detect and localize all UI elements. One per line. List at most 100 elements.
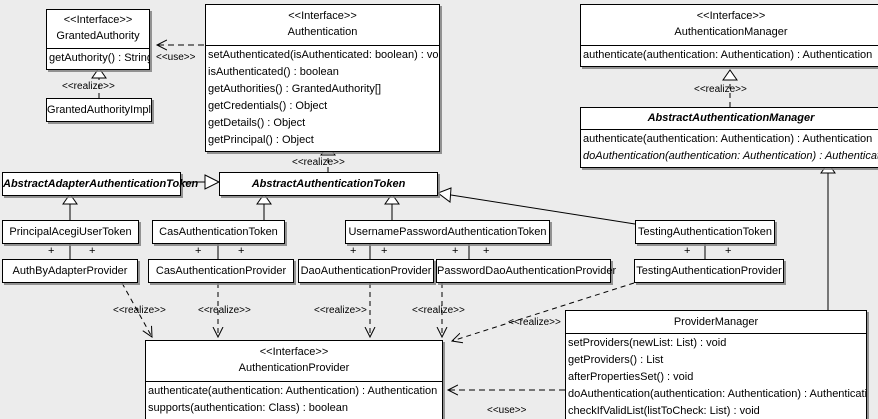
class-name: AuthByAdapterProvider	[12, 265, 128, 277]
operation-item: getAuthorities() : GrantedAuthority[]	[208, 83, 382, 95]
class-testing-authentication-provider[interactable]: TestingAuthenticationProvider	[634, 259, 784, 283]
class-name: TestingAuthenticationProvider	[636, 265, 782, 277]
multiplicity-plus: +	[238, 245, 245, 257]
relationship-label-realize-abstract-authentication-token: <<realize>>	[292, 157, 345, 168]
class-header: <<Interface>> AuthenticationProvider	[146, 341, 442, 381]
operation-item: authenticate(authentication: Authenticat…	[583, 133, 873, 145]
operation-item: supports(authentication: Class) : boolea…	[148, 402, 348, 414]
class-name: UsernamePasswordAuthenticationToken	[348, 226, 547, 238]
relationship-label-realize-auth-by-adapter: <<realize>>	[113, 305, 166, 316]
class-name: AbstractAuthenticationToken	[251, 178, 406, 190]
stereotype-label: <<Interface>>	[696, 10, 766, 22]
class-testing-authentication-token[interactable]: TestingAuthenticationToken	[635, 220, 775, 244]
class-name: CasAuthenticationToken	[159, 226, 278, 238]
relationship-label-use-granted-authority: <<use>>	[156, 52, 196, 63]
operation-item: setAuthenticated(isAuthenticated: boolea…	[208, 49, 439, 61]
operation-item: afterPropertiesSet() : void	[568, 371, 694, 383]
class-header: ProviderManager	[566, 311, 866, 333]
class-authentication-provider[interactable]: <<Interface>> AuthenticationProvider aut…	[145, 340, 443, 419]
operation-item: getProviders() : List	[568, 354, 664, 366]
class-name: DaoAuthenticationProvider	[300, 265, 432, 277]
class-abstract-adapter-authentication-token[interactable]: AbstractAdapterAuthenticationToken	[2, 172, 199, 196]
class-header: CasAuthenticationProvider	[149, 260, 293, 282]
class-header: AbstractAuthenticationToken	[220, 173, 437, 195]
multiplicity-plus: +	[89, 245, 96, 257]
multiplicity-plus: +	[195, 245, 202, 257]
operation-item: getCredentials() : Object	[208, 100, 328, 112]
operation-item: authenticate(authentication: Authenticat…	[583, 49, 873, 61]
class-name: PasswordDaoAuthenticationProvider	[437, 265, 617, 277]
stereotype-label: <<Interface>>	[288, 10, 357, 22]
multiplicity-plus: +	[684, 245, 691, 257]
operation-item: getAuthority() : String	[49, 52, 149, 64]
class-header: UsernamePasswordAuthenticationToken	[346, 221, 549, 243]
class-header: CasAuthenticationToken	[153, 221, 284, 243]
class-granted-authority-impl[interactable]: GrantedAuthorityImpl	[46, 98, 152, 122]
operations-compartment: setAuthenticated(isAuthenticated: boolea…	[206, 45, 439, 151]
class-name: CasAuthenticationProvider	[155, 265, 287, 277]
class-cas-authentication-token[interactable]: CasAuthenticationToken	[152, 220, 285, 244]
class-authentication-manager[interactable]: <<Interface>> AuthenticationManager auth…	[580, 4, 878, 67]
class-name: PrincipalAcegiUserToken	[9, 226, 132, 238]
class-name: GrantedAuthority	[56, 30, 140, 42]
relationship-label-realize-password-dao: <<realize>>	[412, 305, 465, 316]
multiplicity-plus: +	[350, 245, 357, 257]
operation-item: authenticate(authentication: Authenticat…	[148, 385, 438, 397]
operations-compartment: getAuthority() : String	[47, 48, 149, 69]
class-name: GrantedAuthorityImpl	[47, 104, 151, 116]
class-name: AuthenticationManager	[674, 26, 788, 38]
multiplicity-plus: +	[48, 245, 55, 257]
class-principal-acegi-user-token[interactable]: PrincipalAcegiUserToken	[2, 220, 139, 244]
operation-item: getDetails() : Object	[208, 117, 306, 129]
relationship-label-realize-cas: <<realize>>	[198, 305, 251, 316]
operation-item: isAuthenticated() : boolean	[208, 66, 339, 78]
class-name: AbstractAuthenticationManager	[647, 112, 815, 124]
class-cas-authentication-provider[interactable]: CasAuthenticationProvider	[148, 259, 294, 283]
class-name: ProviderManager	[673, 316, 759, 328]
class-header: <<Interface>> AuthenticationManager	[581, 5, 878, 45]
class-header: PasswordDaoAuthenticationProvider	[437, 260, 617, 282]
operation-item: doAuthentication(authentication: Authent…	[568, 388, 866, 400]
relationship-label-realize-testing: <<realize>>	[508, 317, 561, 328]
multiplicity-plus: +	[483, 245, 490, 257]
relationship-label-realize-abstract-authentication-manager: <<realize>>	[694, 84, 747, 95]
class-header: AuthByAdapterProvider	[3, 260, 137, 282]
class-name: AbstractAdapterAuthenticationToken	[3, 178, 199, 190]
class-dao-authentication-provider[interactable]: DaoAuthenticationProvider	[298, 259, 434, 283]
relationship-label-use-provider-manager: <<use>>	[487, 405, 527, 416]
class-header: DaoAuthenticationProvider	[299, 260, 433, 282]
operation-item: getPrincipal() : Object	[208, 134, 314, 146]
operations-compartment: authenticate(authentication: Authenticat…	[581, 129, 878, 167]
class-name: Authentication	[287, 26, 358, 38]
class-abstract-authentication-token[interactable]: AbstractAuthenticationToken	[219, 172, 438, 196]
relationship-label-realize-granted-authority-impl: <<realize>>	[62, 81, 115, 92]
class-header: AbstractAuthenticationManager	[581, 108, 878, 129]
multiplicity-plus: +	[725, 245, 732, 257]
operation-item: setProviders(newList: List) : void	[568, 337, 727, 349]
class-header: <<Interface>> Authentication	[206, 5, 439, 45]
multiplicity-plus: +	[452, 245, 459, 257]
stereotype-label: <<Interface>>	[259, 346, 329, 358]
class-username-password-authentication-token[interactable]: UsernamePasswordAuthenticationToken	[345, 220, 550, 244]
class-header: PrincipalAcegiUserToken	[3, 221, 138, 243]
class-header: TestingAuthenticationToken	[636, 221, 774, 243]
stereotype-label: <<Interface>>	[63, 14, 133, 26]
operations-compartment: setProviders(newList: List) : void getPr…	[566, 333, 866, 419]
operation-item: checkIfValidList(listToCheck: List) : vo…	[568, 405, 760, 417]
class-abstract-authentication-manager[interactable]: AbstractAuthenticationManager authentica…	[580, 107, 878, 168]
class-authentication[interactable]: <<Interface>> Authentication setAuthenti…	[205, 4, 440, 152]
operation-item: doAuthentication(authentication: Authent…	[583, 150, 878, 162]
class-header: GrantedAuthorityImpl	[47, 99, 151, 121]
class-name: AuthenticationProvider	[238, 362, 350, 374]
class-granted-authority[interactable]: <<Interface>> GrantedAuthority getAuthor…	[46, 9, 150, 70]
class-password-dao-authentication-provider[interactable]: PasswordDaoAuthenticationProvider	[436, 259, 617, 283]
class-name: TestingAuthenticationToken	[638, 226, 772, 238]
class-header: TestingAuthenticationProvider	[635, 260, 783, 282]
class-auth-by-adapter-provider[interactable]: AuthByAdapterProvider	[2, 259, 138, 283]
class-header: <<Interface>> GrantedAuthority	[47, 10, 149, 48]
operations-compartment: authenticate(authentication: Authenticat…	[581, 45, 878, 66]
relationship-label-realize-dao: <<realize>>	[314, 305, 367, 316]
class-header: AbstractAdapterAuthenticationToken	[3, 173, 199, 195]
class-provider-manager[interactable]: ProviderManager setProviders(newList: Li…	[565, 310, 867, 419]
